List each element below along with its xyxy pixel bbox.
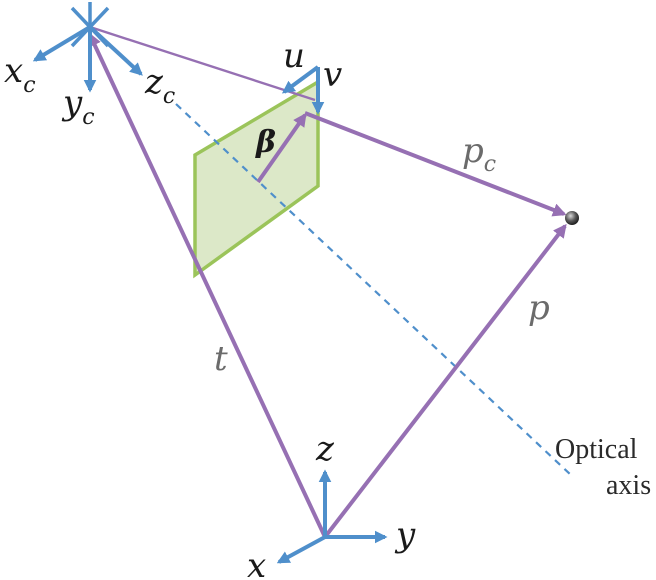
- projection-line: [89, 25, 316, 102]
- label-camera-y: yc: [61, 83, 95, 130]
- image-axis-u: [281, 65, 320, 94]
- label-optical-axis-line1: Optical: [555, 434, 638, 465]
- vector-pc: [304, 111, 567, 217]
- world-axis-x: [276, 535, 326, 564]
- camera-axis-x: [32, 25, 92, 62]
- camera-frame: [32, 2, 143, 93]
- camera-axis-z: [88, 25, 143, 76]
- label-beta: β: [255, 125, 276, 160]
- label-p: p: [528, 288, 550, 328]
- scene-point: [565, 211, 579, 225]
- label-world-y: y: [394, 515, 416, 555]
- label-image-u: u: [283, 36, 305, 76]
- vector-t: [88, 32, 327, 538]
- label-image-v: v: [323, 55, 342, 95]
- world-frame: [276, 469, 388, 564]
- label-world-x: x: [247, 546, 266, 580]
- vector-p: [323, 223, 567, 539]
- label-camera-z: zc: [144, 62, 175, 109]
- vector-beta: [256, 112, 307, 184]
- optical-axis-line: [175, 103, 573, 477]
- label-world-z: z: [315, 429, 335, 469]
- label-camera-x: xc: [4, 51, 36, 98]
- label-t: t: [214, 339, 228, 379]
- label-pc: pc: [462, 131, 496, 177]
- label-optical-axis-line2: axis: [606, 470, 651, 501]
